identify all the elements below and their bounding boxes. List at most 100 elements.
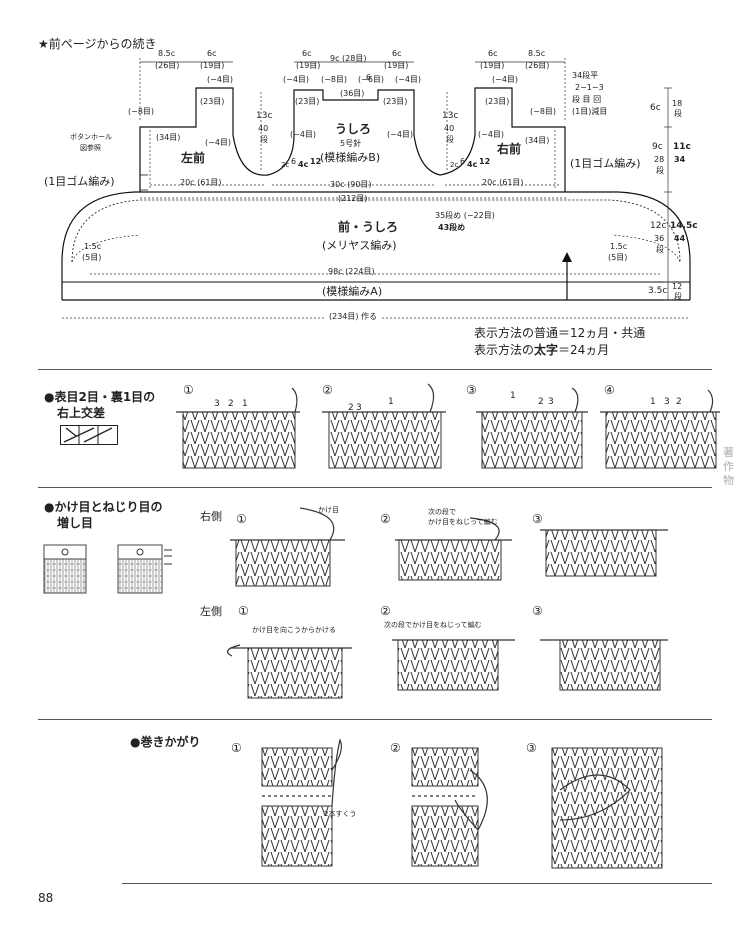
dim-right-outer: 8.5c [528, 49, 546, 58]
dec-i: (−4目) [205, 138, 232, 147]
neck-dan-r: 段 [446, 135, 454, 144]
s1-n3c: 3 [548, 397, 554, 407]
r2-c-bold: 11c [673, 142, 691, 152]
s2-note-r2a: 次の段で [428, 508, 456, 516]
divider-2 [38, 487, 712, 488]
r4-dan: 段 [674, 292, 682, 301]
divider-1 [38, 369, 712, 370]
note-line-1: 34段平 [572, 71, 599, 80]
r1-c: 6c [650, 103, 661, 113]
s2r-step-1: ① [236, 512, 247, 526]
s3-step-1: ① [231, 741, 242, 755]
legend-normal: 表示方法の普通＝12ヵ月・共通 [474, 326, 646, 340]
s3-note: 2本すくう [324, 810, 357, 818]
neck-2c-r: 2c [450, 161, 459, 169]
cross-symbol-icon [60, 425, 118, 445]
label-body: 前・うしろ [338, 220, 399, 234]
s2-note-kakeme: かけ目 [318, 506, 339, 514]
dim-right-outer-m: (26目) [525, 61, 550, 70]
label-pattern-a: (模様編みA) [322, 285, 383, 298]
s1-step-4: ④ [604, 383, 615, 397]
rows-43: 43段め [438, 223, 466, 232]
count-34-b: (34目) [525, 136, 550, 145]
r4-rows: 12 [672, 282, 683, 291]
label-rib-left: (1目ゴム編み) [44, 175, 115, 188]
neck-12-r: 12 [479, 157, 491, 166]
r3-dan: 段 [656, 245, 664, 254]
dec-f: (−4目) [492, 75, 519, 84]
dec-l: (−4目) [478, 130, 505, 139]
neck-6-l: 6 [291, 157, 297, 166]
dim-back-l-m: (19目) [296, 61, 321, 70]
dim-back-mid: 9c (28目) [330, 54, 367, 63]
page-header: ★前ページからの続き [38, 37, 157, 51]
section3-title: ●巻きかがり [130, 735, 201, 749]
label-rib-right: (1目ゴム編み) [570, 157, 641, 170]
s2l-step-3: ③ [532, 604, 543, 618]
s1-n3b: 2 [538, 397, 544, 407]
neck-12-l: 12 [310, 157, 322, 166]
divider-4 [122, 883, 712, 884]
label-needle: 5号針 [340, 139, 362, 148]
s2r-step-2: ② [380, 512, 391, 526]
dec-c: (−8目) [321, 75, 348, 84]
s1-step-1: ① [183, 383, 194, 397]
buttonhole-note-1: ボタンホール [70, 133, 112, 141]
r2-c: 9c [652, 142, 663, 152]
hem-98: 98c (224目) [328, 267, 375, 276]
neck-rows-l: 40 [258, 124, 269, 133]
s2-note-l1: かけ目を向こうからかける [252, 626, 336, 634]
rows-35: 35段め (−22目) [435, 211, 495, 220]
dim-right-strap-m: (19目) [480, 61, 505, 70]
count-34-a: (34目) [156, 133, 181, 142]
s1-n3a: 1 [510, 391, 516, 401]
s2-note-r2b: かけ目をねじって編む [428, 518, 498, 526]
dec-k: (−4目) [387, 130, 414, 139]
width-212: (212目) [338, 194, 368, 203]
label-back: うしろ [335, 122, 372, 136]
s1-n4c: 2 [676, 397, 682, 407]
dim-back-r: 6c [392, 49, 402, 58]
count-23-a: (23目) [200, 97, 225, 106]
label-back-pattern: (模様編みB) [320, 151, 381, 164]
dec-d: (−6目) [358, 75, 385, 84]
s1-step-2: ② [322, 383, 333, 397]
s3-step-3: ③ [526, 741, 537, 755]
s1-n4b: 3 [664, 397, 670, 407]
neck-depth-l: 13c [256, 111, 273, 121]
dim-left-strap: 6c [207, 49, 217, 58]
width-back: 30c (90目) [330, 180, 372, 189]
label-stockinette: (メリヤス編み) [322, 239, 397, 252]
r2-dan: 段 [656, 166, 664, 175]
s1-n1a: 3 [214, 399, 220, 409]
r4-c: 3.5c [648, 286, 668, 296]
dec-j: (−4目) [290, 130, 317, 139]
dim-left-strap-m: (19目) [200, 61, 225, 70]
r3-c-bold: 14.5c [670, 221, 698, 231]
label-right-front: 右前 [497, 142, 522, 156]
r3-rows: 36 [654, 234, 665, 243]
s1-n1b: 2 [228, 399, 234, 409]
cast-on: (234目) 作る [326, 313, 381, 321]
legend-bold: 表示方法の太字＝24ヵ月 [474, 343, 610, 357]
width-front-r: 20c (61目) [482, 178, 524, 187]
buttonhole-note-2: 図参照 [80, 144, 101, 152]
dim-right-strap: 6c [488, 49, 498, 58]
s1-n4a: 1 [650, 397, 656, 407]
dec-h: (−8目) [530, 107, 557, 116]
neck-6-top: 6 [366, 73, 372, 82]
note-line-3: 段 目 回 [572, 95, 602, 104]
s1-n2c: 1 [388, 397, 394, 407]
dec-e: (−4目) [395, 75, 422, 84]
side-r-m: (5目) [608, 253, 628, 262]
r3-rows-b: 44 [674, 234, 686, 243]
width-front-l: 20c (61目) [180, 178, 222, 187]
s1-n2b: 3 [356, 403, 362, 413]
r1-dan: 段 [674, 109, 682, 118]
dec-g: (−8目) [128, 107, 155, 116]
neck-6-r: 6 [460, 157, 466, 166]
label-left-front: 左前 [181, 151, 206, 165]
s2l-step-1: ① [238, 604, 249, 618]
neck-2c-l: 2c [281, 161, 290, 169]
